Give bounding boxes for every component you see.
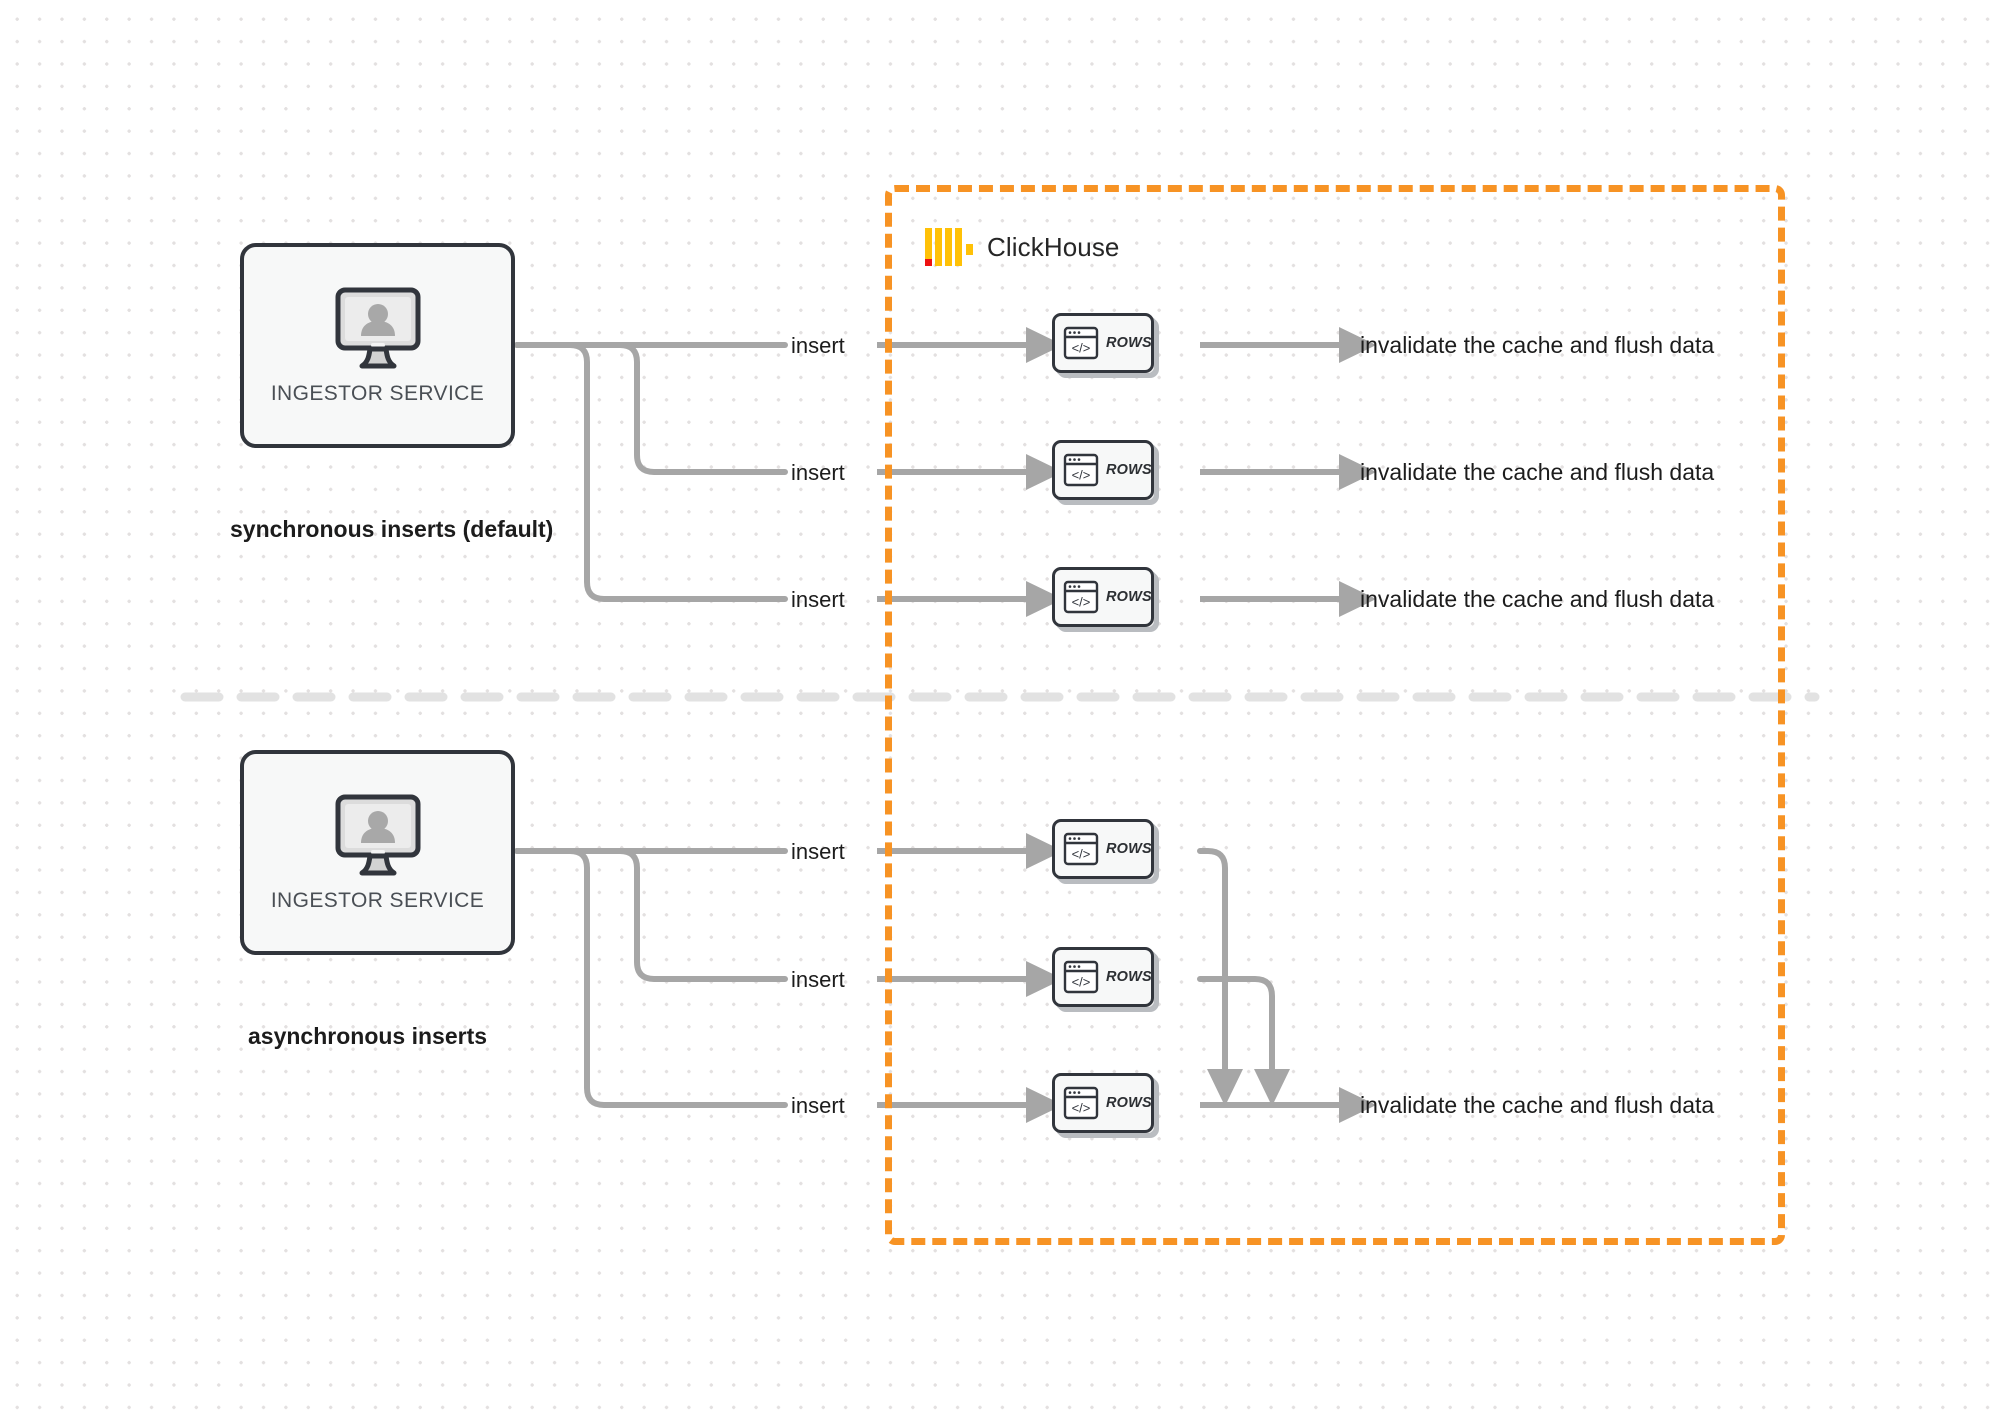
async-branch-3 [514, 848, 788, 1108]
insert-label-async-3: insert [791, 1093, 845, 1118]
clickhouse-logo [925, 228, 973, 266]
output-label-sync-3: invalidate the cache and flush data [1360, 586, 1715, 612]
ingestor-service-async[interactable]: INGESTOR SERVICE [240, 750, 515, 955]
async-merge-from-row-2 [1197, 976, 1290, 1107]
section-caption-sync: synchronous inserts (default) [230, 516, 554, 542]
sync-branch-2 [514, 342, 788, 475]
clickhouse-label: ClickHouse [987, 231, 1120, 262]
async-branch-2 [514, 848, 788, 982]
insert-label-sync-2: insert [791, 460, 845, 485]
monitor-user-icon [335, 287, 420, 368]
insert-label-async-1: insert [791, 839, 845, 864]
sync-branch-3 [514, 342, 788, 602]
insert-label-async-2: insert [791, 967, 845, 992]
section-caption-async: asynchronous inserts [248, 1023, 488, 1049]
output-label-sync-1: invalidate the cache and flush data [1360, 332, 1715, 358]
insert-label-sync-3: insert [791, 587, 845, 612]
monitor-user-icon [335, 794, 420, 875]
clickhouse-header: ClickHouse [925, 222, 1185, 272]
insert-label-sync-1: insert [791, 333, 845, 358]
async-merge-from-row-1 [1197, 848, 1243, 1107]
ingestor-service-label-sync: INGESTOR SERVICE [270, 381, 485, 405]
ingestor-service-label-async: INGESTOR SERVICE [270, 888, 485, 912]
output-label-sync-2: invalidate the cache and flush data [1360, 459, 1715, 485]
ingestor-service-sync[interactable]: INGESTOR SERVICE [240, 243, 515, 448]
output-label-async-merged: invalidate the cache and flush data [1360, 1092, 1715, 1118]
